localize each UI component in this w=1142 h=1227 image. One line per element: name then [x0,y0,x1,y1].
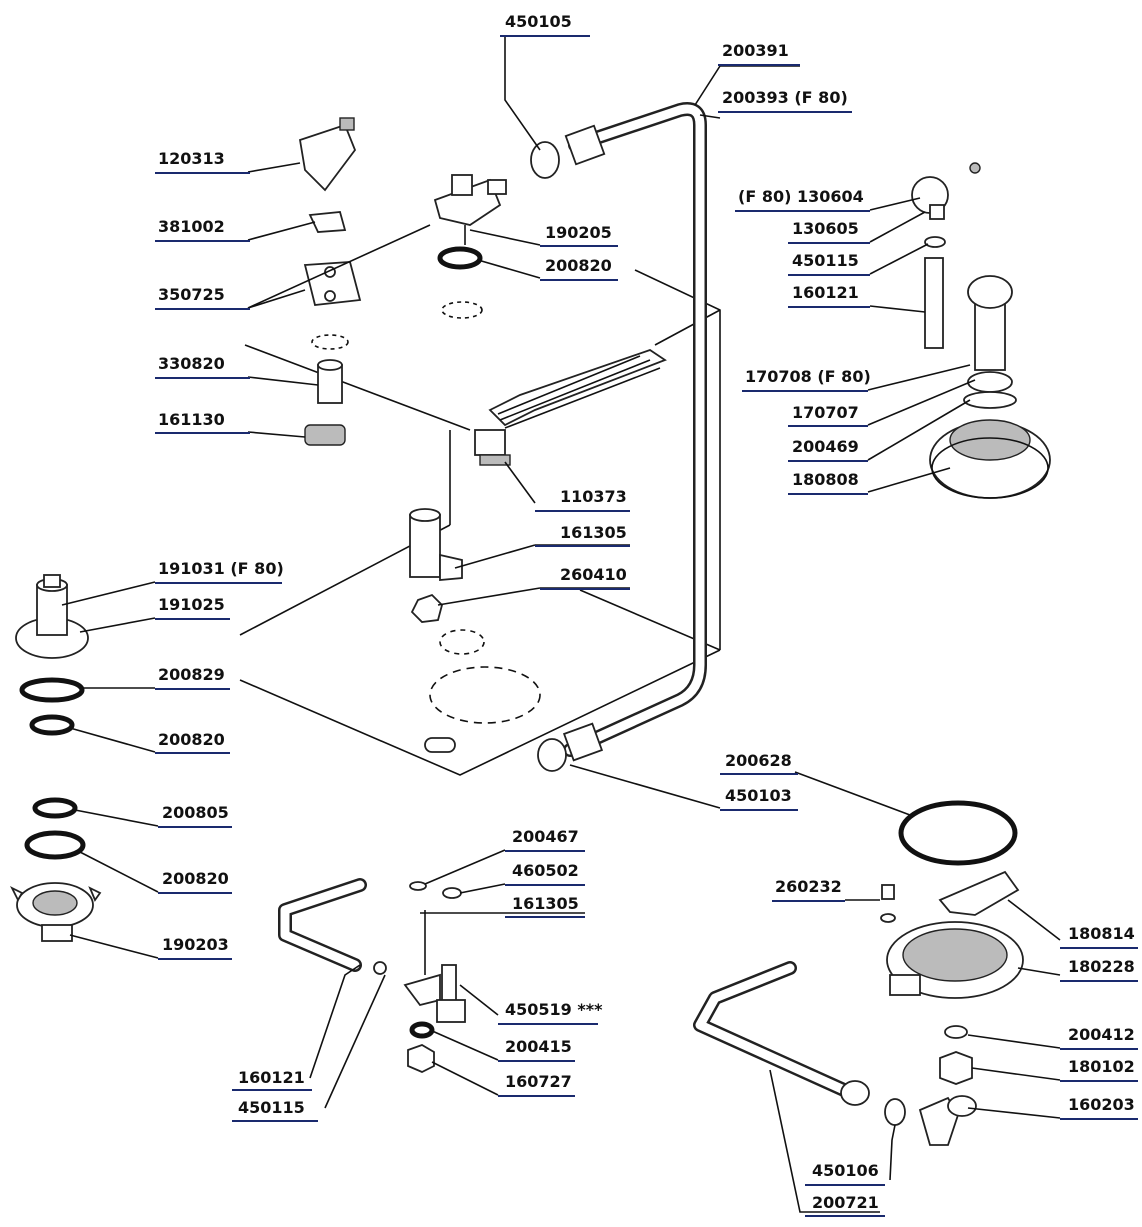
callout-180814: 180814 [1068,924,1135,943]
callout-200391: 200391 [722,41,789,60]
valve-190205 [433,174,507,245]
nut-260410 [410,593,444,623]
callout-350725: 350725 [158,285,225,304]
callout-450103: 450103 [725,786,792,805]
callout-180808: 180808 [792,470,859,489]
pad-161130 [304,424,346,446]
callout-260410: 260410 [560,565,627,584]
callout-161130: 161130 [158,410,225,429]
tank-outline [239,269,721,776]
part-190203 [9,882,102,942]
nut-160727 [407,1044,435,1073]
callout-450106: 450106 [812,1161,879,1180]
clamp-450106 [884,1098,906,1126]
callout-130605: 130605 [792,219,859,238]
callout-110373: 110373 [560,487,627,506]
callout-180228: 180228 [1068,957,1135,976]
main-hose [530,102,707,772]
ring-200820-left [29,714,75,736]
callout-190203: 190203 [162,935,229,954]
pressure-switch-120313 [298,117,357,192]
callout-160121-bottom: 160121 [238,1068,305,1087]
ring-200805 [32,797,78,819]
hose-160121-short [924,257,944,349]
callout-161305: 161305 [560,523,627,542]
elbow-160203 [918,1095,977,1146]
washer-200467 [409,881,427,891]
sump-180228 [886,921,1024,999]
hole-outline [441,301,483,319]
callout-450105: 450105 [505,12,572,31]
callout-200820-left: 200820 [158,730,225,749]
ring-200415 [409,1021,435,1039]
leader-lines [61,37,1061,1213]
heater-110373 [474,349,667,466]
callout-450115-bottom: 450115 [238,1098,305,1117]
seal-outline [311,334,349,350]
callout-330820: 330820 [158,354,225,373]
callout-460502: 460502 [512,861,579,880]
fitting-330820 [317,359,343,404]
bracket-381002 [308,211,347,233]
callout-191025: 191025 [158,595,225,614]
spray-arm-assembly [929,275,1051,499]
callout-200412: 200412 [1068,1025,1135,1044]
ring-200820-left2 [24,830,86,860]
ring-200628 [898,800,1018,866]
callout-200467: 200467 [512,827,579,846]
callout-170708: 170708 (F 80) [745,367,871,386]
callout-160203: 160203 [1068,1095,1135,1114]
callout-260232: 260232 [775,877,842,896]
probe-161305 [403,910,441,1007]
bolt-260232 [880,884,896,923]
callout-161305-b: 161305 [512,894,579,913]
nut-180102 [939,1051,973,1085]
callout-170707: 170707 [792,403,859,422]
callout-200721: 200721 [812,1193,879,1212]
callout-200820-top: 200820 [545,256,612,275]
hose-160121 [278,878,367,972]
callout-130604: (F 80) 130604 [738,187,864,206]
washer-200412 [944,1025,968,1039]
callout-200805: 200805 [162,803,229,822]
part-460502 [442,887,462,899]
callout-200415: 200415 [505,1037,572,1056]
callout-200829: 200829 [158,665,225,684]
clip-450115 [373,961,387,975]
callout-200393: 200393 (F 80) [722,88,848,107]
callout-450519: 450519 *** [505,1000,603,1019]
callout-180102: 180102 [1068,1057,1135,1076]
callout-labels: 450105 200391 200393 (F 80) 120313 38100… [155,12,1138,1217]
ring-200820-top [437,246,483,270]
knob-130604 [911,162,981,220]
callout-200628: 200628 [725,751,792,770]
callout-160121-top: 160121 [792,283,859,302]
cover-180814 [938,870,1020,916]
base-holes [424,629,541,753]
hose-200721 [693,961,870,1106]
callout-190205: 190205 [545,223,612,242]
callout-191031: 191031 (F 80) [158,559,284,578]
ring-200829 [19,677,85,703]
callout-160727: 160727 [505,1072,572,1091]
callout-200820-left2: 200820 [162,869,229,888]
callout-381002: 381002 [158,217,225,236]
tube-161305 [409,508,463,581]
filter-191025 [15,574,89,659]
bracket-350725 [303,261,362,306]
callout-120313: 120313 [158,149,225,168]
callout-200469: 200469 [792,437,859,456]
clip-450115-top [924,236,946,248]
callout-450115-top: 450115 [792,251,859,270]
fitting-450519 [436,964,466,1023]
